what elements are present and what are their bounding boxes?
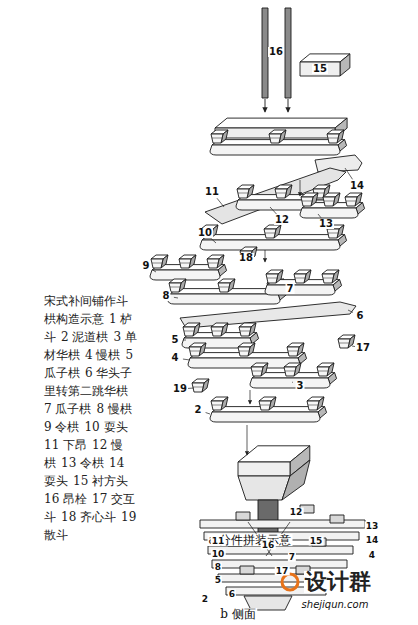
leader-line xyxy=(188,388,194,389)
callout-number: 10 xyxy=(211,550,226,559)
part-key: 16 昂栓 xyxy=(44,492,87,506)
leader-line xyxy=(174,297,178,299)
leader-line xyxy=(345,168,353,179)
callout-number: 2 xyxy=(194,405,203,415)
callout-number: 10 xyxy=(197,228,213,238)
part-key: 2 泥道栱 xyxy=(61,330,108,344)
callout-number: 12 xyxy=(289,508,304,517)
leader-line xyxy=(183,359,190,361)
part-key: 13 令栱 xyxy=(61,456,104,470)
callout-number: 2 xyxy=(201,595,209,604)
part-key: 18 齐心斗 xyxy=(61,510,116,524)
leader-line xyxy=(292,382,294,383)
leader-line xyxy=(318,214,321,218)
part-key: 11 下昂 xyxy=(44,438,87,452)
callout-number: 5 xyxy=(214,576,222,585)
callout-number: 11 xyxy=(204,187,220,197)
leader-line xyxy=(183,340,186,341)
callout-number: 13 xyxy=(318,219,334,229)
part-key: 10 耍头 xyxy=(84,420,127,434)
leader-line xyxy=(348,310,353,312)
watermark: 设计群 xyxy=(304,571,372,593)
callout-number: 11 xyxy=(211,537,226,546)
leader-line xyxy=(270,207,277,214)
callout-number: 12 xyxy=(274,215,290,225)
callout-number: 14 xyxy=(349,181,365,191)
callout-number: 9 xyxy=(142,261,151,271)
callout-number: 6 xyxy=(356,311,365,321)
callout-number: 3 xyxy=(296,381,305,391)
callout-number: 18 xyxy=(238,253,254,263)
leader-line xyxy=(217,198,224,207)
subfigure-caption: b 侧面 xyxy=(219,608,257,620)
caption-column: 宋式补间铺作斗栱构造示意1 栌斗2 泥道栱3 单材华栱4 慢栱5 瓜子栱6 华头… xyxy=(44,292,138,544)
callout-number: 8 xyxy=(162,291,171,301)
callout-number: 8 xyxy=(214,563,222,572)
callout-number: 6 xyxy=(228,590,236,599)
part-key: 9 令栱 xyxy=(44,420,79,434)
callout-number: 4 xyxy=(368,551,376,560)
leader-line xyxy=(211,238,216,243)
part-key: 15 衬方头 xyxy=(73,474,128,488)
callout-number: 14 xyxy=(365,536,380,545)
callout-number: 19 xyxy=(172,384,188,394)
callout-number: 17 xyxy=(275,567,290,576)
callout-number: 5 xyxy=(171,335,180,345)
leader-line xyxy=(206,413,210,414)
part-key: 4 慢栱 xyxy=(85,348,120,362)
watermark-url: shejiqun.com xyxy=(301,600,370,610)
part-key: 7 瓜子栱 xyxy=(44,402,91,416)
callout-number: 13 xyxy=(365,522,380,531)
callout-number: 15 xyxy=(312,64,328,74)
callout-number: 7 xyxy=(286,284,295,294)
callout-number: 4 xyxy=(171,353,180,363)
callout-number: 7 xyxy=(288,553,296,562)
leader-line xyxy=(153,270,156,272)
callout-number: 17 xyxy=(355,343,371,353)
part-key: 8 慢栱 xyxy=(96,402,131,416)
logo-mark xyxy=(282,574,298,590)
callout-number: 15 xyxy=(309,537,324,546)
callout-number: 16 xyxy=(261,541,276,550)
callout-number: 16 xyxy=(268,47,284,57)
